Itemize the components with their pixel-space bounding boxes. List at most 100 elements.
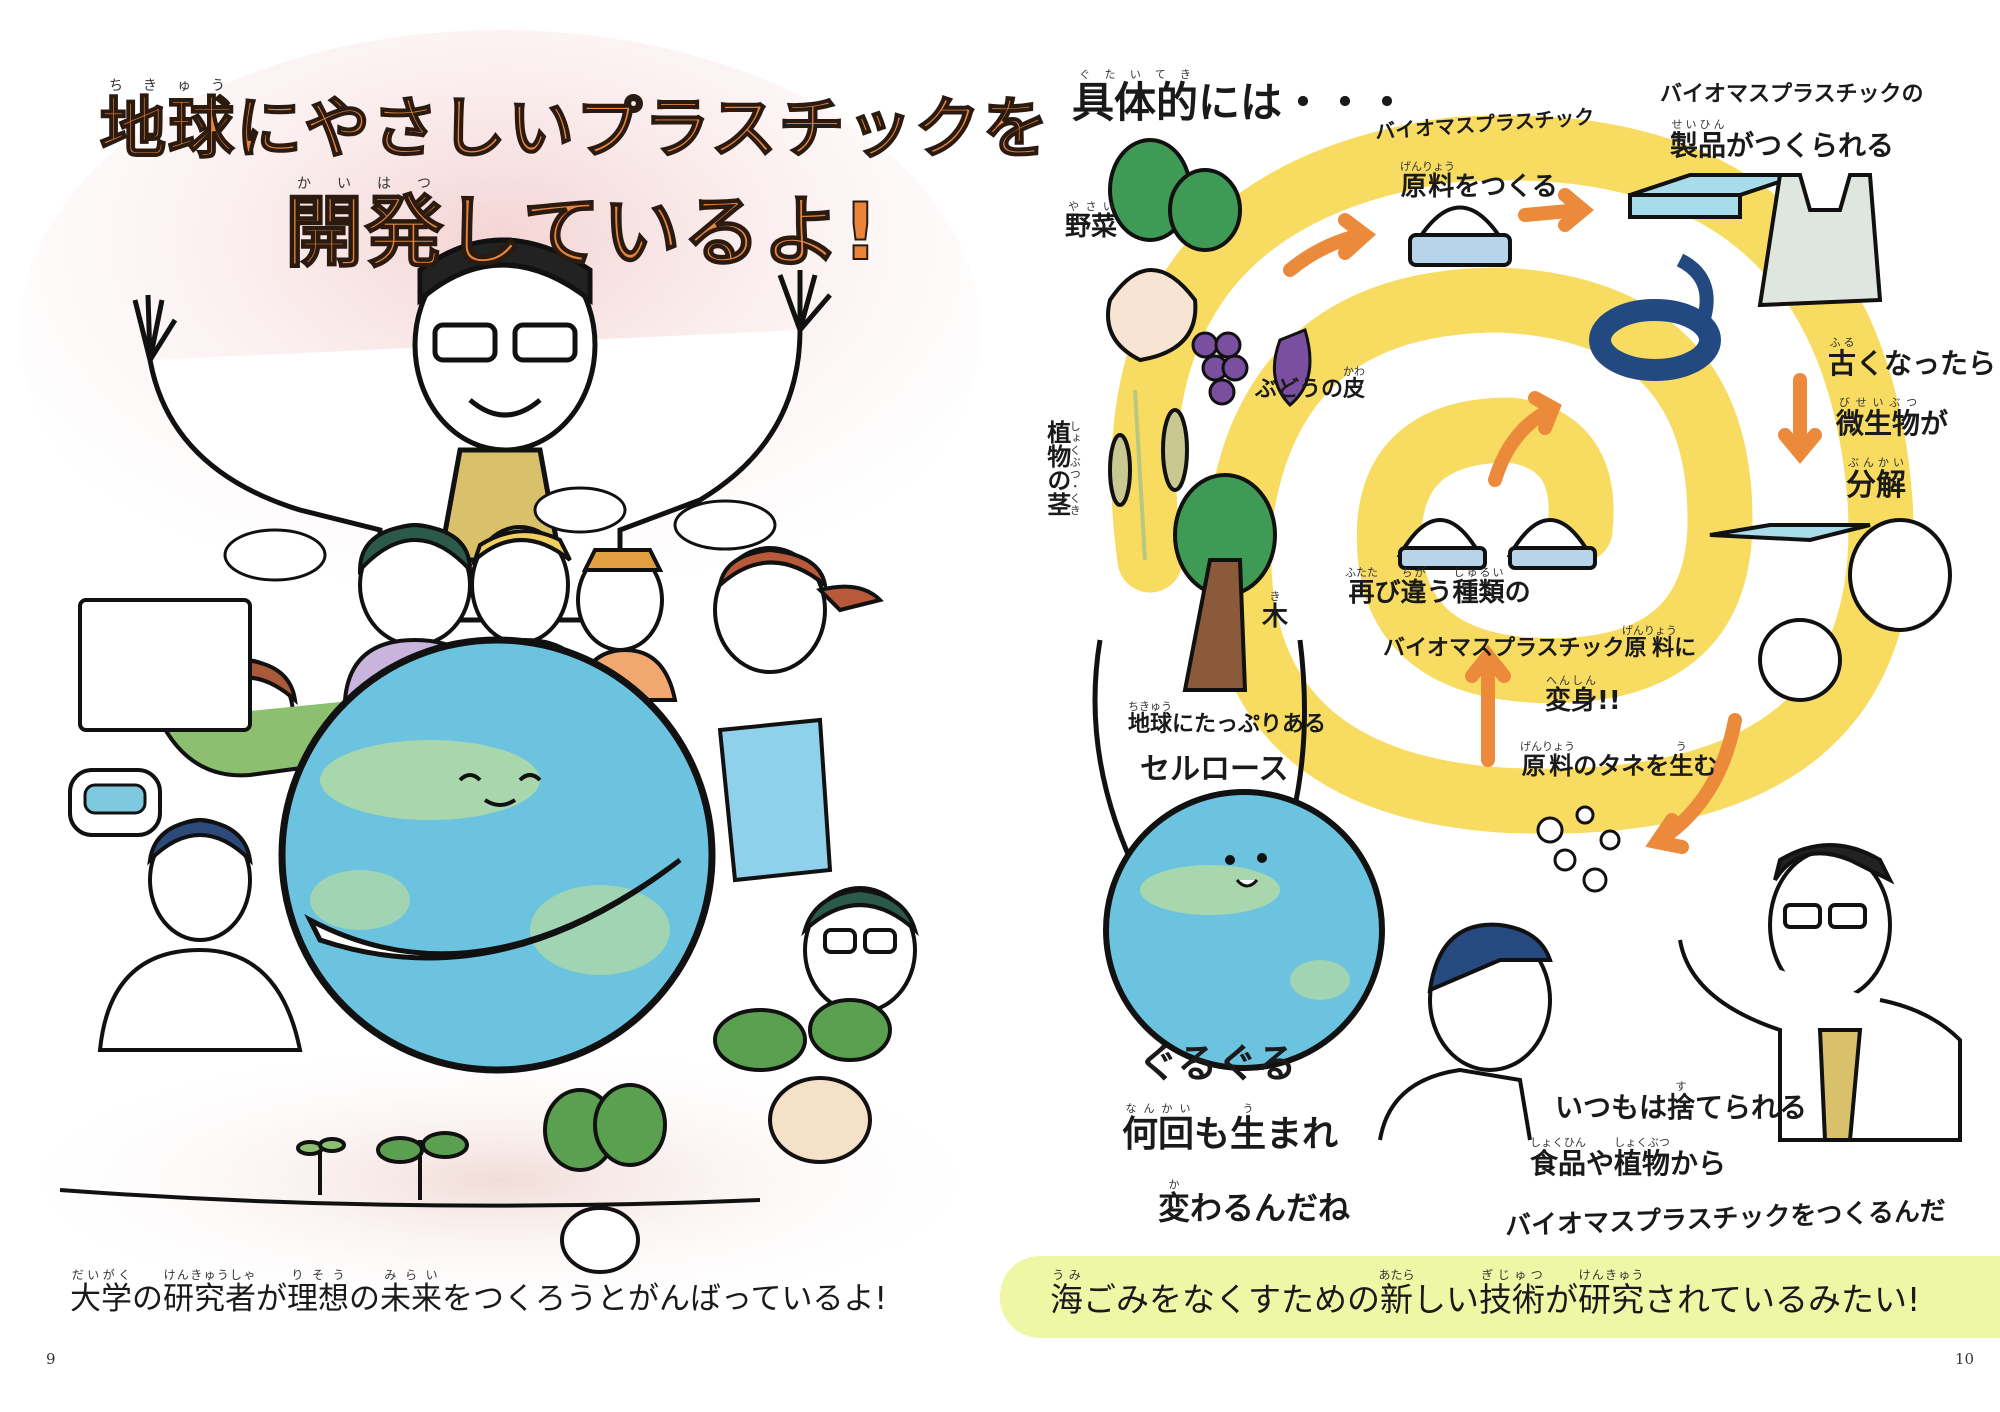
turnip-illustration xyxy=(1106,138,1242,363)
text-segment: 食品 xyxy=(1530,1147,1587,1180)
pink-ground xyxy=(40,1050,960,1310)
text-segment: まれ xyxy=(1266,1114,1339,1155)
text-segment: 変身 xyxy=(1545,686,1598,716)
label-product-1: バイオマスプラスチックの xyxy=(1660,82,1924,107)
plant-stem-illustration xyxy=(1108,389,1189,561)
new-raw-materials xyxy=(1396,518,1597,570)
title-text: にやさしいプラスチックを xyxy=(235,89,1051,168)
label-transform-2: バイオマスプラスチック原料げんりょうに xyxy=(1383,624,1696,662)
text-segment: にたっぷりある xyxy=(1172,712,1327,737)
ruby-reading: みらい xyxy=(380,1268,442,1282)
text-segment: 捨 xyxy=(1667,1091,1696,1124)
text-segment: 変か xyxy=(1158,1178,1191,1227)
seed-pieces xyxy=(1536,805,1621,893)
label-plant-stem: 植物の茎しょくぶつ・くき xyxy=(1042,420,1082,550)
text-segment: 違 xyxy=(1400,578,1427,608)
text-segment: 原料 xyxy=(1400,172,1455,202)
text-segment: わるんだね xyxy=(1190,1189,1351,1227)
text-segment: 新 xyxy=(1378,1280,1415,1319)
researcher-arms-up xyxy=(132,237,832,623)
left-illustration xyxy=(20,30,980,1310)
label-tree: 木き xyxy=(1262,590,1288,633)
ruby-reading: ふる xyxy=(1828,336,1857,349)
text-segment: 地球ちきゅう xyxy=(1128,700,1172,737)
text-segment: 研究者けんきゅうしゃ xyxy=(163,1268,256,1317)
text-segment: 地球ちきゅう xyxy=(99,78,236,168)
plastic-bag-illustration xyxy=(1757,173,1883,308)
label-transform-3: 変身へんしん!! xyxy=(1545,674,1621,717)
text-segment: 古ふる xyxy=(1828,336,1856,380)
ruby-reading: しゅるい xyxy=(1452,566,1505,579)
text-segment: 原料げんりょう xyxy=(1400,160,1455,202)
text-segment: !! xyxy=(1597,686,1621,716)
text-segment: 海うみ xyxy=(1050,1268,1083,1319)
text-segment: 分解ぶんかい xyxy=(1846,456,1906,503)
text-segment: 何回なんかい xyxy=(1122,1102,1194,1155)
text-segment: のタネを xyxy=(1573,752,1670,780)
text-segment: 植物の茎しょくぶつ・くき xyxy=(1043,420,1082,516)
heading: 具体的ぐたいてきには・・・ xyxy=(1072,68,1408,128)
text-segment: 植物しょくぶつ xyxy=(1614,1136,1670,1180)
text-segment: 技術 xyxy=(1479,1280,1545,1319)
text-segment: 再 xyxy=(1345,578,1378,608)
ruby-reading: ぐたいてき xyxy=(1072,68,1198,81)
text-segment: 再ふたた xyxy=(1345,566,1378,608)
speech-bubble xyxy=(223,528,327,582)
text-segment: が xyxy=(256,1281,287,1317)
text-segment: 木 xyxy=(1262,602,1289,632)
microbe-eating xyxy=(1848,518,1952,632)
ruby-reading: き xyxy=(1262,590,1288,603)
ruby-reading: りそう xyxy=(287,1268,349,1282)
text-segment: 製品 xyxy=(1670,129,1727,162)
text-segment: び xyxy=(1374,578,1401,608)
title-text: しているよ! xyxy=(444,187,881,279)
cellulose-globe xyxy=(1103,789,1385,1071)
ruby-reading: かわ xyxy=(1343,365,1366,378)
page-number: 10 xyxy=(1955,1350,1975,1368)
text-segment: 大学だいがく xyxy=(70,1268,132,1317)
text-segment: 理想りそう xyxy=(287,1268,349,1317)
text-segment: の xyxy=(132,1281,163,1317)
broken-tray-illustration xyxy=(1709,523,1871,543)
label-waste-2: 食品しょくひんや植物しょくぶつから xyxy=(1530,1136,1726,1181)
text-segment: 開発かいはつ xyxy=(284,176,446,279)
ruby-reading: へんしん xyxy=(1545,674,1598,687)
sprouts-row xyxy=(59,998,892,1274)
title-text: 開発 xyxy=(284,187,446,279)
text-segment: がつくられる xyxy=(1726,129,1895,162)
ruby-reading: びせいぶつ xyxy=(1836,396,1920,409)
right-illustration xyxy=(1092,115,1962,1142)
text-segment: しい xyxy=(1413,1280,1479,1319)
text-segment: 野菜やさい xyxy=(1065,200,1117,242)
text-segment: 原料げんりょう xyxy=(1520,740,1575,780)
text-segment: 変 xyxy=(1158,1189,1191,1227)
text-segment: 研究 xyxy=(1578,1280,1644,1319)
text-segment: 木き xyxy=(1262,590,1289,632)
label-waste-1: いつもは捨すてられる xyxy=(1555,1080,1807,1125)
text-segment: 原料 xyxy=(1520,752,1575,780)
text-segment: の xyxy=(349,1281,380,1317)
left-caption: 大学だいがくの研究者けんきゅうしゃが理想りそうの未来みらいをつくろうとがんばって… xyxy=(70,1268,887,1318)
text-segment: されているみたい! xyxy=(1644,1280,1921,1319)
ruby-reading: せいひん xyxy=(1670,118,1727,131)
label-transform-1: 再ふたたび違ちがう種類しゅるいの xyxy=(1345,566,1531,609)
title-text: 地球 xyxy=(99,89,236,168)
title-line-1: 地球ちきゅうにやさしいプラスチックを xyxy=(99,75,1051,171)
ruby-reading: なんかい xyxy=(1122,1102,1195,1115)
text-segment: 技術ぎじゅつ xyxy=(1479,1268,1545,1319)
ruby-reading: ふたた xyxy=(1345,566,1378,579)
text-segment: の xyxy=(1504,578,1531,608)
left-page: 地球ちきゅうにやさしいプラスチックを 開発かいはつしているよ! 大学だいがくの研… xyxy=(20,30,1050,1368)
text-segment: や xyxy=(1586,1147,1615,1180)
ruby-reading: けんきゅう xyxy=(1578,1268,1644,1282)
text-segment: 微生物びせいぶつ xyxy=(1836,396,1920,440)
text-segment: 捨す xyxy=(1667,1080,1696,1124)
text-segment: 生う xyxy=(1669,740,1693,780)
text-segment: 新あたら xyxy=(1378,1268,1415,1319)
smiling-globe xyxy=(278,636,716,1074)
label-decompose-1: 古ふるくなったら xyxy=(1828,336,1996,381)
hose-illustration xyxy=(1589,299,1721,381)
text-segment: には・・・ xyxy=(1198,78,1409,127)
text-segment: いつもは xyxy=(1555,1091,1668,1124)
ruby-reading: しょくぶつ xyxy=(1614,1136,1671,1149)
